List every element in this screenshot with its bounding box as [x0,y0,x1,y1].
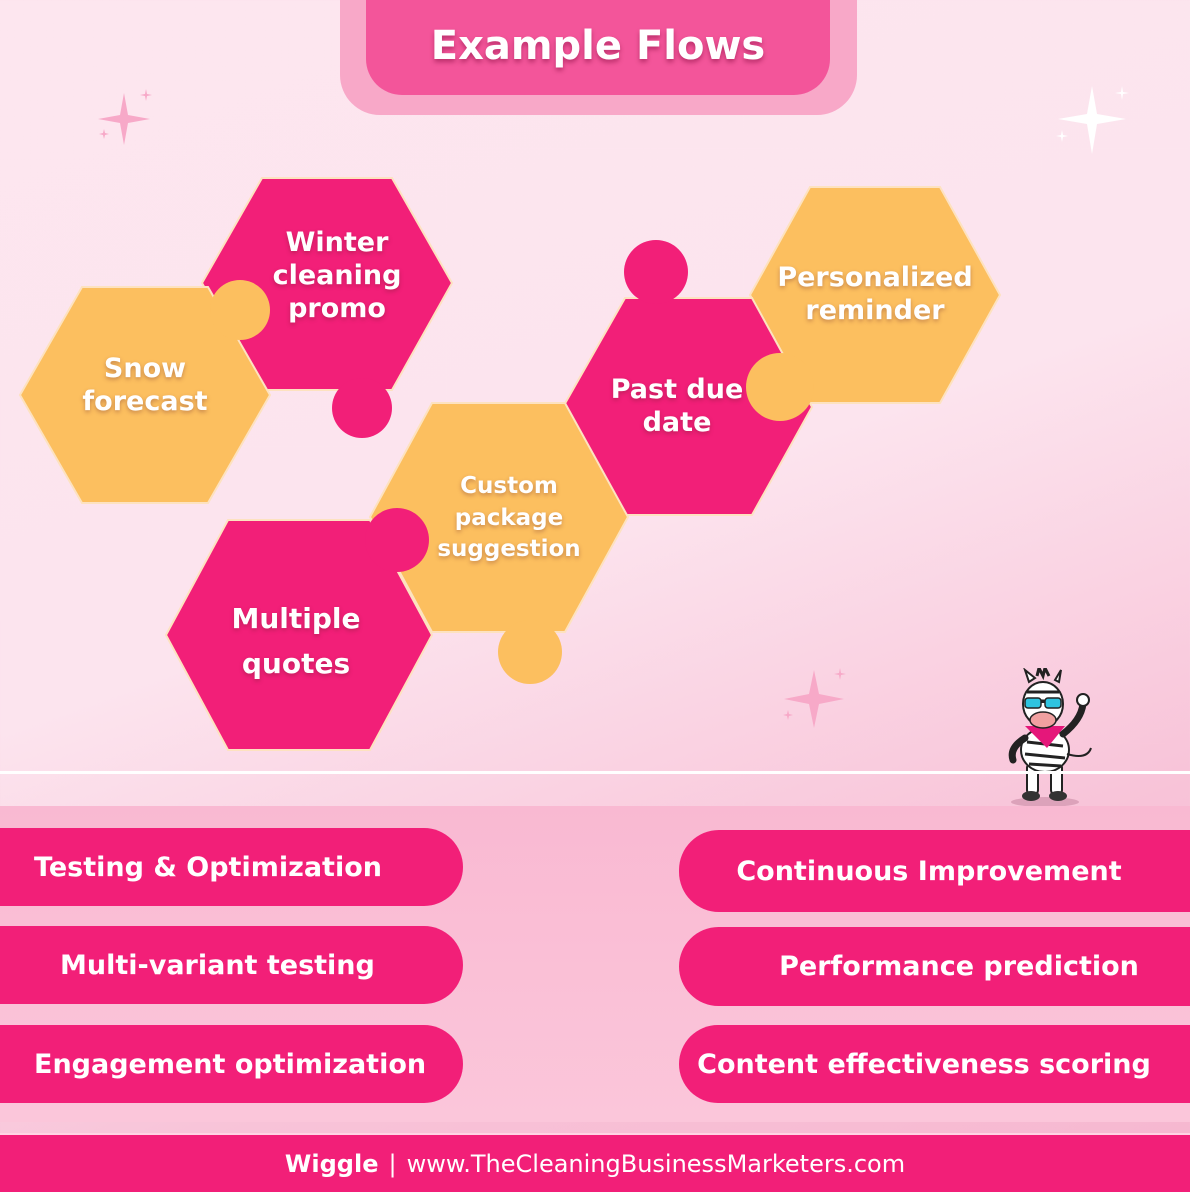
pill-content-effectiveness-scoring: Content effectiveness scoring [679,1025,1190,1103]
pill-continuous-improvement: Continuous Improvement [679,830,1190,912]
piece-multiple-quotes [164,508,434,751]
pill-engagement-optimization: Engagement optimization [0,1025,463,1103]
piece-winter-cleaning-promo [200,177,454,438]
piece-past-due-date [561,240,814,516]
label-custom-package-suggestion: Custom package suggestion [437,473,581,563]
sparkle-icon [98,89,152,145]
page-title: Example Flows [430,23,766,69]
label-personalized-reminder: Personalized reminder [777,262,973,326]
piece-snow-forecast [18,280,272,504]
pill-testing-optimization: Testing & Optimization [0,828,463,906]
footer: Wiggle | www.TheCleaningBusinessMarketer… [0,1133,1190,1192]
footer-separator: | [388,1149,397,1178]
sparkle-icon [783,668,846,728]
piece-custom-package-suggestion [368,402,630,684]
flow-diagram [18,177,1002,751]
label-snow-forecast: Snow forecast [82,353,208,417]
pill-multi-variant-testing: Multi-variant testing [0,926,463,1004]
zebra-mascot-icon [1008,668,1092,807]
footer-brand: Wiggle [284,1149,379,1178]
piece-personalized-reminder [748,186,1002,404]
sparkle-icon [1056,86,1129,154]
section-divider [0,771,1190,774]
label-winter-cleaning-promo: Winter cleaning promo [272,227,402,324]
label-past-due-date: Past due date [610,374,744,438]
footer-url[interactable]: www.TheCleaningBusinessMarketers.com [406,1149,906,1178]
pill-performance-prediction: Performance prediction [679,927,1190,1006]
label-multiple-quotes: Multiple quotes [231,602,361,680]
title-box: Example Flows [366,0,830,95]
